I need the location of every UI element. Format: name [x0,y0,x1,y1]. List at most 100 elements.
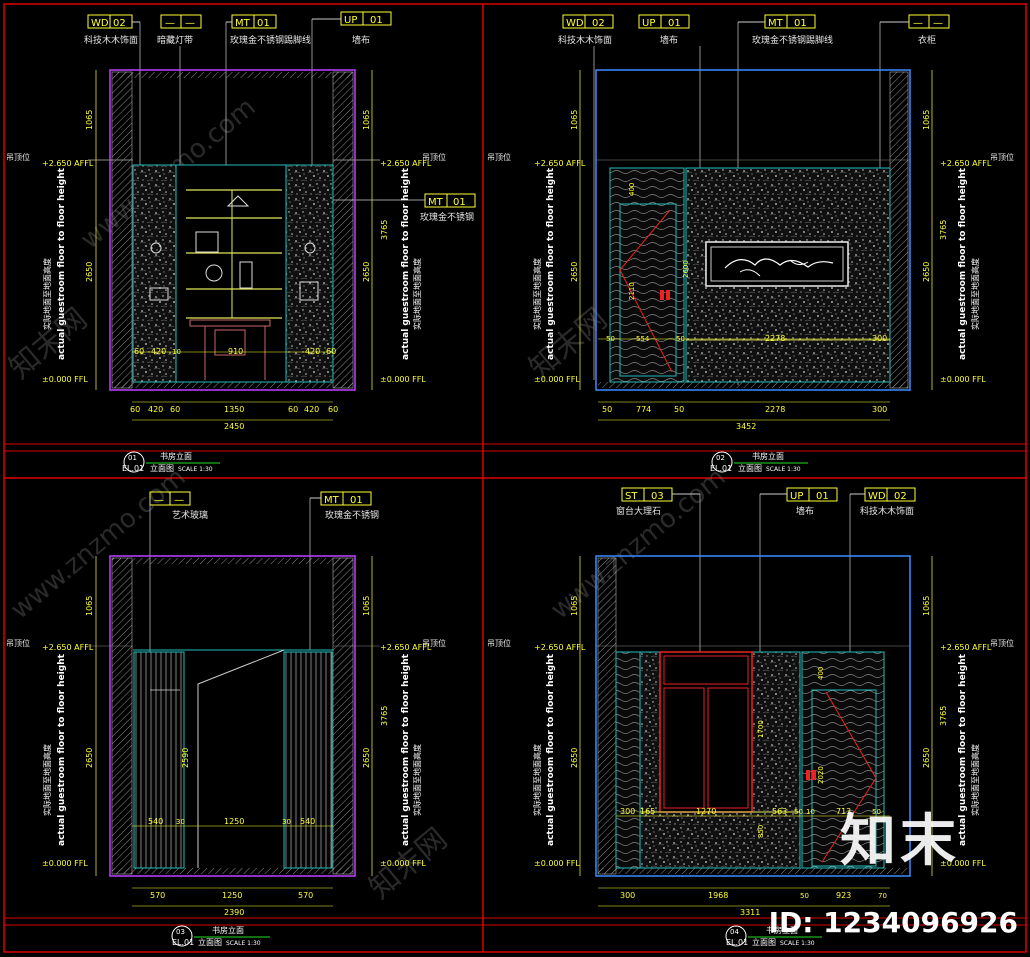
svg-text:实际地面至地面高度: 实际地面至地面高度 [970,744,980,816]
svg-text:玫瑰金不锈钢踢脚线: 玫瑰金不锈钢踢脚线 [230,34,311,46]
svg-text:立面图: 立面图 [150,463,174,473]
svg-text:563: 563 [772,807,787,816]
svg-text:actual guestroom floor to floo: actual guestroom floor to floor height [958,653,968,846]
svg-text:WD: WD [91,18,109,29]
svg-text:03: 03 [651,491,664,502]
svg-text:艺术玻璃: 艺术玻璃 [172,509,208,521]
svg-text:60: 60 [170,405,180,414]
svg-text:1270: 1270 [696,807,716,816]
svg-text:300: 300 [872,405,887,414]
svg-text:actual guestroom floor to floo: actual guestroom floor to floor height [401,653,411,846]
svg-text:2650: 2650 [922,748,931,768]
svg-text:±0.000 FFL: ±0.000 FFL [380,859,426,868]
elevation-panel-04: ST 03 窗台大理石 UP 01 墙布 WD 02 科技木木饰面 [487,487,1014,947]
svg-text:±0.000 FFL: ±0.000 FFL [940,859,986,868]
svg-text:1250: 1250 [222,891,242,900]
svg-text:2020: 2020 [817,766,825,784]
svg-text:实际地面至地面高度: 实际地面至地面高度 [532,258,542,330]
svg-text:165: 165 [640,807,655,816]
svg-text:2110: 2110 [628,282,636,300]
svg-text:554: 554 [636,335,650,343]
svg-text:立面图: 立面图 [752,937,776,947]
svg-text:+2.650 AFFL: +2.650 AFFL [534,643,586,652]
svg-text:2650: 2650 [570,262,579,282]
svg-text:暗藏灯带: 暗藏灯带 [157,34,193,46]
svg-text:50: 50 [872,808,881,816]
svg-text:立面图: 立面图 [738,463,762,473]
svg-text:2650: 2650 [362,748,371,768]
svg-text:actual guestroom floor to floo: actual guestroom floor to floor height [958,167,968,360]
svg-text:3452: 3452 [736,422,756,431]
svg-text:2650: 2650 [922,262,931,282]
material-tag: MT 01 玫瑰金不锈钢踢脚线 [737,14,833,385]
svg-text:1065: 1065 [85,110,94,130]
svg-text:300: 300 [620,891,635,900]
svg-text:科技木木饰面: 科技木木饰面 [860,505,914,517]
svg-text:实际地面至地面高度: 实际地面至地面高度 [412,744,422,816]
svg-text:MT: MT [235,18,251,29]
svg-text:70: 70 [878,892,887,900]
svg-text:50: 50 [602,405,612,414]
svg-text:WD: WD [566,18,584,29]
svg-text:衣柜: 衣柜 [918,34,936,46]
svg-text:UP: UP [642,18,655,29]
svg-text:2650: 2650 [570,748,579,768]
svg-text:玫瑰金不锈钢踢脚线: 玫瑰金不锈钢踢脚线 [752,34,833,46]
svg-text:60: 60 [130,405,140,414]
svg-text:EL.01: EL.01 [726,938,748,947]
svg-text:713: 713 [836,807,851,816]
svg-text:910: 910 [228,347,243,356]
svg-text:—: — [154,495,164,506]
svg-text:03: 03 [176,928,185,936]
svg-text:1968: 1968 [708,891,728,900]
svg-text:04: 04 [730,928,739,936]
svg-text:570: 570 [150,891,165,900]
svg-text:—: — [933,18,943,29]
svg-text:01: 01 [453,197,466,208]
svg-text:1250: 1250 [224,817,244,826]
svg-text:书房立面: 书房立面 [752,451,784,461]
svg-text:+2.650 AFFL: +2.650 AFFL [940,643,992,652]
svg-text:EL.01: EL.01 [710,464,732,473]
svg-text:actual guestroom floor to floo: actual guestroom floor to floor height [57,167,67,360]
svg-text:2278: 2278 [765,405,785,414]
svg-text:60: 60 [328,405,338,414]
svg-text:科技木木饰面: 科技木木饰面 [558,34,612,46]
watermark: www.znzmo.com [5,462,191,625]
svg-text:MT: MT [324,495,340,506]
svg-text:1065: 1065 [362,110,371,130]
svg-text:实际地面至地面高度: 实际地面至地面高度 [412,258,422,330]
elevation-panel-03: — — 艺术玻璃 MT 01 玫瑰金不锈钢 +2.650 AFFL +2.650… [6,491,446,947]
svg-text:实际地面至地面高度: 实际地面至地面高度 [42,258,52,330]
svg-text:吊顶位: 吊顶位 [422,638,446,648]
svg-text:3765: 3765 [939,706,948,726]
svg-text:墙布: 墙布 [352,34,370,46]
svg-text:60: 60 [288,405,298,414]
svg-text:2450: 2450 [224,422,244,431]
svg-text:书房立面: 书房立面 [212,925,244,935]
svg-text:3765: 3765 [380,220,389,240]
svg-text:300: 300 [872,334,887,343]
svg-text:420: 420 [151,347,166,356]
id-tag: ID: 1234096926 [768,906,1018,939]
svg-text:立面图: 立面图 [198,937,222,947]
svg-text:SCALE 1:30: SCALE 1:30 [178,466,213,473]
svg-text:50: 50 [800,892,809,900]
svg-text:吊顶位: 吊顶位 [6,152,30,162]
svg-text:1065: 1065 [922,596,931,616]
material-tag: WD 02 科技木木饰面 [558,14,614,380]
svg-text:书房立面: 书房立面 [766,925,798,935]
svg-text:吊顶位: 吊顶位 [990,638,1014,648]
svg-text:—: — [185,18,195,29]
svg-text:actual guestroom floor to floo: actual guestroom floor to floor height [401,167,411,360]
svg-text:actual guestroom floor to floo: actual guestroom floor to floor height [546,653,556,846]
svg-text:02: 02 [716,454,725,462]
svg-text:30: 30 [282,818,291,826]
svg-text:±0.000 FFL: ±0.000 FFL [42,859,88,868]
svg-text:±0.000 FFL: ±0.000 FFL [940,375,986,384]
svg-text:60: 60 [134,347,144,356]
svg-text:EL.01: EL.01 [122,464,144,473]
svg-text:2650: 2650 [85,748,94,768]
svg-text:UP: UP [790,491,803,502]
